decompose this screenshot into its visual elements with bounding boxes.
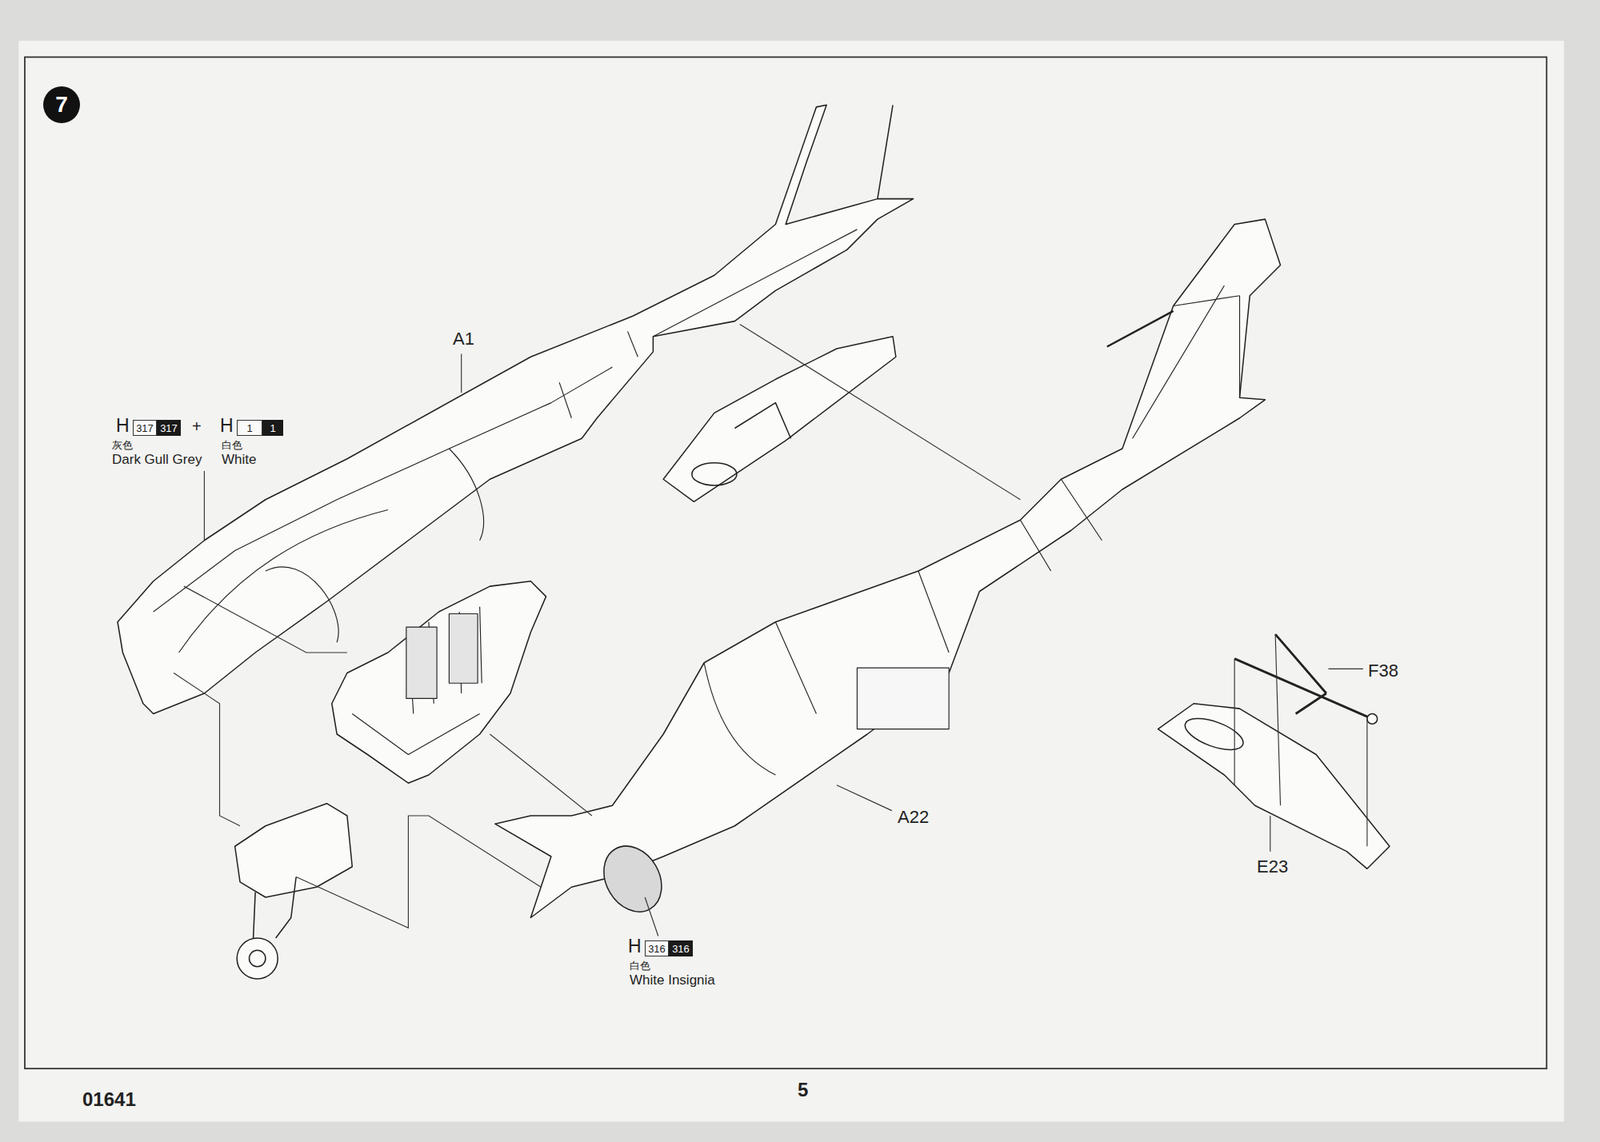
paint-code-box: 1 xyxy=(236,420,263,436)
paint-name: Dark Gull Grey xyxy=(112,452,202,468)
paint-name: White xyxy=(221,452,256,468)
plus-sign: + xyxy=(192,417,202,436)
paint-code-box: 316 xyxy=(668,940,693,957)
paint-code: 1 xyxy=(246,423,252,434)
page-sheet xyxy=(18,40,1564,1123)
paint-prefix: H xyxy=(220,416,234,436)
page-number: 5 xyxy=(797,1080,808,1101)
part-number: E23 xyxy=(1256,857,1288,877)
paint-code-box: 1 xyxy=(262,420,284,436)
paint-name-chinese: 白色 xyxy=(629,960,651,972)
frame xyxy=(24,56,1547,1069)
step-number: 7 xyxy=(55,93,68,116)
paint-code: 1 xyxy=(269,423,276,434)
paint-prefix: H xyxy=(628,936,642,957)
paint-name-chinese: 灰色 xyxy=(112,440,133,452)
kit-number: 01641 xyxy=(82,1089,136,1111)
paint-name-chinese: 白色 xyxy=(221,440,243,452)
canopy-sill-e23 xyxy=(1158,704,1390,870)
insert-part xyxy=(663,336,896,503)
paint-code: 316 xyxy=(648,944,666,955)
paint-code-box: 317 xyxy=(132,420,157,436)
paint-prefix: H xyxy=(116,416,130,436)
paint-code: 317 xyxy=(160,423,178,434)
paint-code: 317 xyxy=(136,423,154,434)
paint-name: White Insignia xyxy=(629,973,716,989)
part-number: F38 xyxy=(1368,661,1399,681)
paint-code-box: 317 xyxy=(156,420,181,436)
part-number: A22 xyxy=(897,808,929,828)
fuselage-a22 xyxy=(495,219,1281,918)
part-number: A1 xyxy=(452,329,475,349)
nose-gear-bay xyxy=(235,804,353,898)
paint-code-box: 316 xyxy=(644,940,669,957)
frame-f38 xyxy=(1234,634,1372,720)
paint-code: 316 xyxy=(672,944,690,955)
step-number-circle: 7 xyxy=(43,86,80,124)
